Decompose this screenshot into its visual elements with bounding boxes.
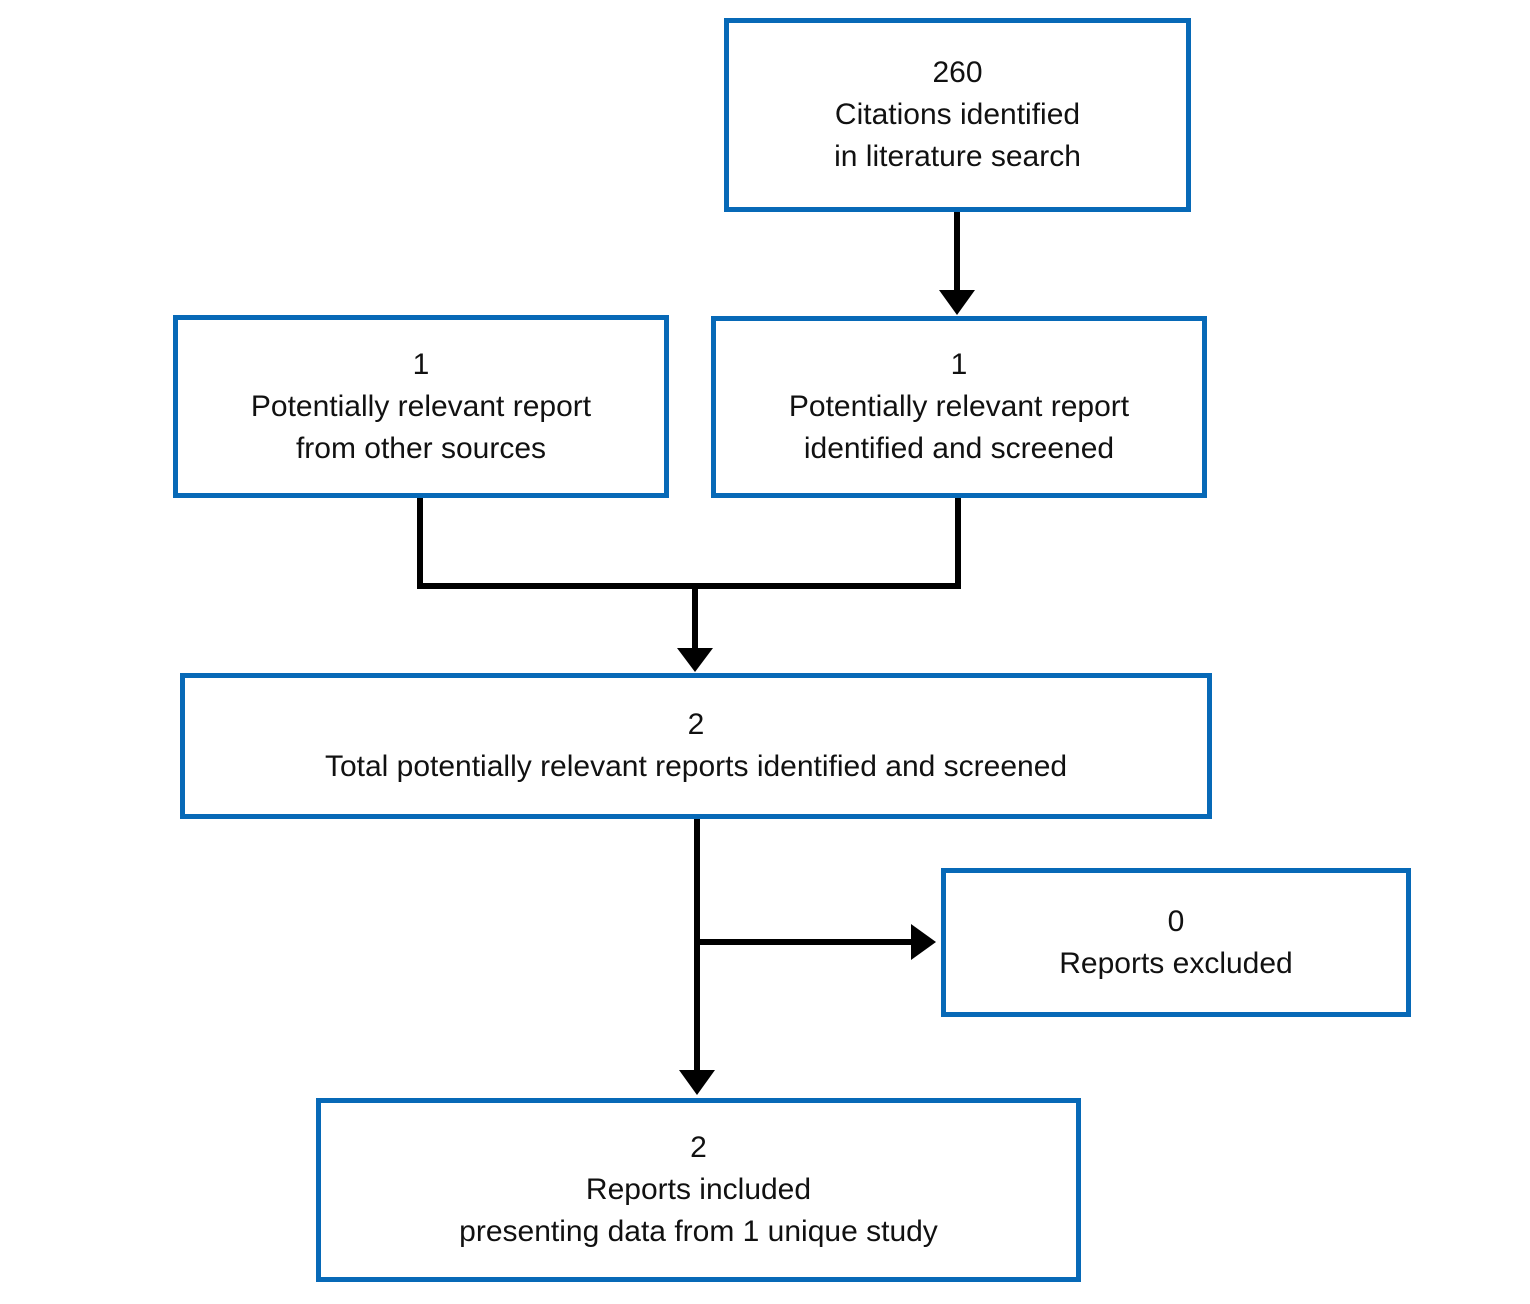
connector-merge-lines — [417, 497, 961, 589]
other-sources-label-line1: Potentially relevant report — [250, 389, 592, 423]
included-count: 2 — [690, 1131, 707, 1164]
excluded-count: 0 — [1167, 904, 1185, 938]
box-reports-excluded: 0 Reports excluded — [941, 868, 1411, 1017]
box-total-reports-screened: 2 Total potentially relevant reports ide… — [180, 673, 1212, 819]
citations-count: 260 — [932, 56, 983, 89]
other-sources-count: 1 — [412, 347, 430, 381]
screened-label-line2: identified and screened — [803, 432, 1115, 465]
citations-label-line2: in literature search — [834, 140, 1081, 173]
box-reports-included: 2 Reports included presenting data from … — [316, 1098, 1081, 1282]
included-label-line1: Reports included — [585, 1173, 812, 1206]
box-reports-other-sources: 1 Potentially relevant report from other… — [173, 315, 669, 498]
arrow-total-to-excluded-head — [911, 924, 936, 960]
box-reports-identified-screened: 1 Potentially relevant report identified… — [711, 316, 1207, 498]
arrow-total-to-included-head — [679, 1070, 715, 1095]
included-label-line2: presenting data from 1 unique study — [459, 1215, 938, 1248]
arrow-citations-to-screened-head — [939, 290, 975, 315]
screened-label-line1: Potentially relevant report — [788, 390, 1130, 423]
arrow-merge-to-total-head — [677, 648, 713, 672]
total-label-line1: Total potentially relevant reports ident… — [324, 750, 1068, 783]
excluded-label-line1: Reports excluded — [1059, 946, 1293, 980]
screened-count: 1 — [950, 348, 968, 381]
total-count: 2 — [687, 708, 705, 741]
citations-label-line1: Citations identified — [834, 98, 1081, 131]
box-citations-identified: 260 Citations identified in literature s… — [724, 18, 1191, 212]
other-sources-label-line2: from other sources — [295, 431, 547, 465]
